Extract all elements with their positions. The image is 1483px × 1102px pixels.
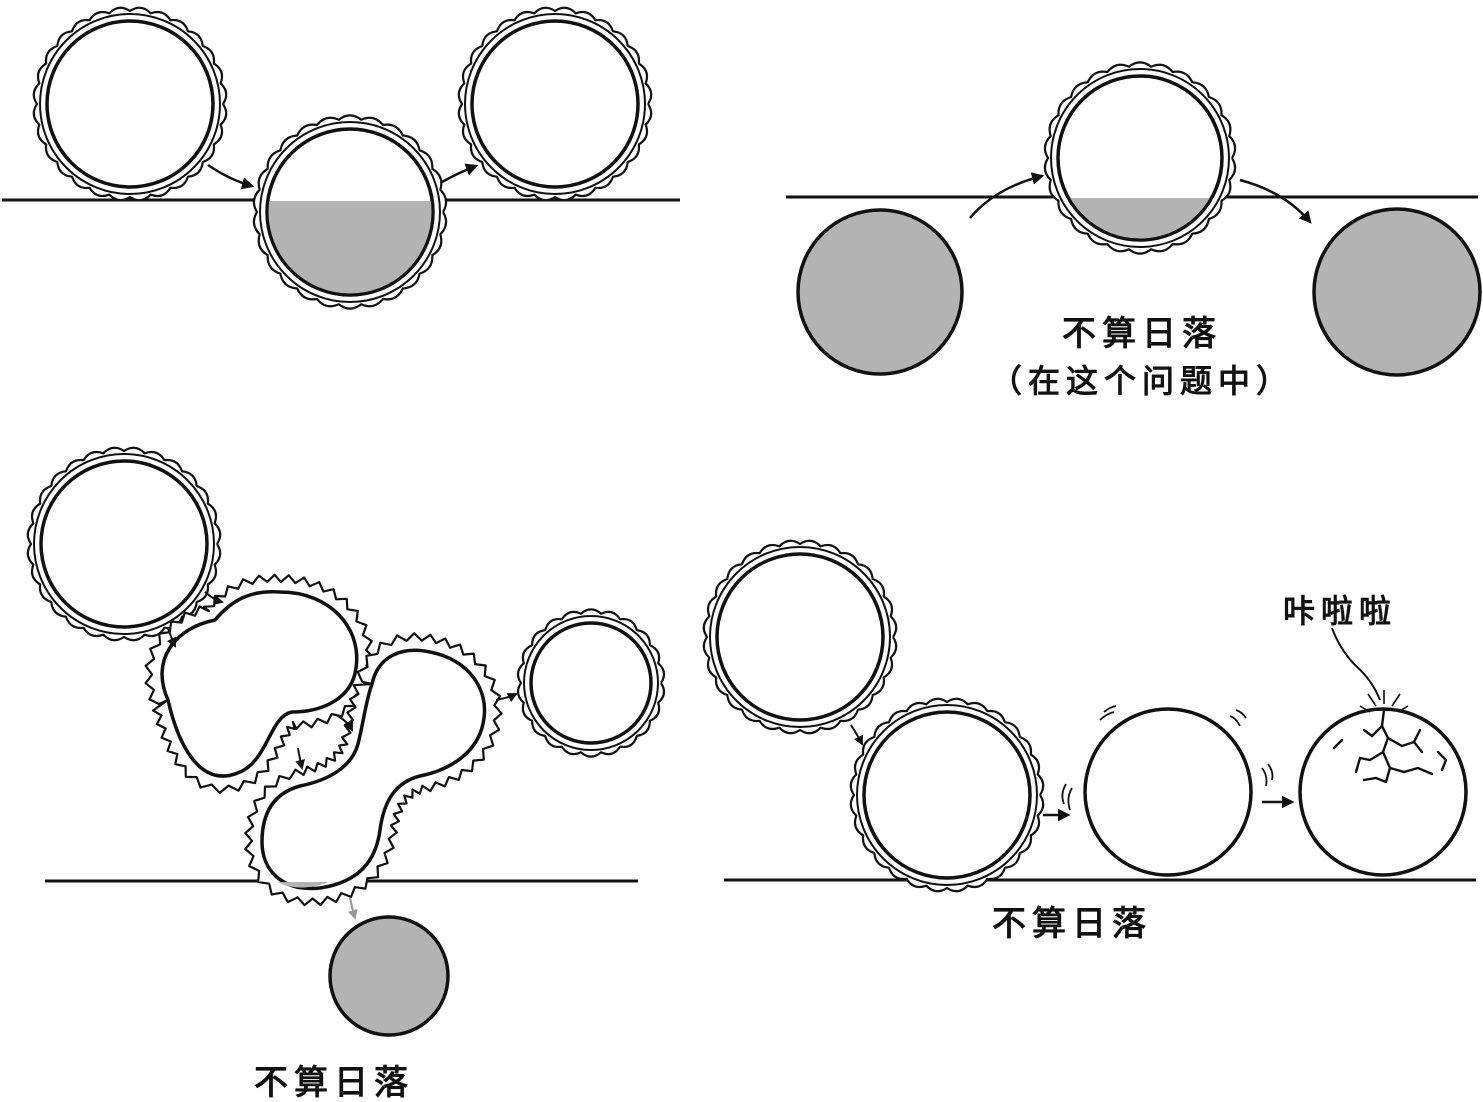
motion-lines <box>1061 705 1274 811</box>
arrow-icon <box>850 724 863 746</box>
sun-disc <box>715 552 885 722</box>
panel-top-right: 不算日落 （在这个问题中） <box>786 61 1482 400</box>
sun-disc <box>470 19 640 189</box>
panel-top-left <box>2 6 680 310</box>
set-sun-disc <box>796 208 964 376</box>
rays-lost-sun-disc <box>1083 707 1253 877</box>
arrow-icon <box>441 163 479 184</box>
sun-ray-inner-ring <box>523 615 659 751</box>
sun-icon <box>702 539 898 735</box>
sun-disc <box>45 19 215 189</box>
caption: 不算日落 <box>254 1063 414 1102</box>
panel-bottom-right: 咔啦啦 不算日落 <box>702 539 1476 944</box>
sound-effect-label: 咔啦啦 <box>1283 592 1397 630</box>
sun-disc <box>160 590 359 778</box>
crack-icon <box>1332 708 1448 784</box>
arrow-icon <box>166 627 176 648</box>
sun-disc-outline <box>265 127 435 297</box>
panel-bottom-left: 不算日落 <box>26 446 666 1102</box>
sun-disc <box>260 648 487 891</box>
sun-disc <box>39 459 209 629</box>
sun-icon <box>32 6 228 202</box>
below-horizon-shade <box>260 882 372 888</box>
sun-ray-inner-ring <box>259 121 441 303</box>
arrow-icon <box>204 591 224 605</box>
arrow-icon <box>347 897 358 920</box>
crack-spark-lines <box>1359 690 1409 713</box>
arrow-icon <box>295 747 305 770</box>
caption: 不算日落 <box>992 904 1152 944</box>
cracked-sun-disc <box>1298 707 1468 877</box>
stretched-sun-icon <box>144 573 375 794</box>
arrow-icon <box>337 715 353 732</box>
sun-icon <box>457 6 653 202</box>
sound-pointer-line <box>1331 627 1381 701</box>
sun-ray-inner-ring <box>33 453 215 635</box>
sun-ray-inner-ring <box>1050 68 1230 248</box>
sun-icon <box>516 608 666 758</box>
sun-ray-inner-ring <box>856 704 1038 886</box>
arrow-icon <box>969 172 1045 219</box>
sun-disc <box>862 710 1032 880</box>
sun-icon <box>849 697 1045 893</box>
sun-ray-inner-ring <box>39 13 221 195</box>
sun-ray-inner-ring <box>464 13 646 195</box>
set-sun-disc <box>328 915 450 1037</box>
sun-icon <box>26 446 222 642</box>
stretched-sun-icon <box>244 632 503 907</box>
set-sun-disc <box>1312 207 1482 377</box>
arrow-icon <box>207 163 255 190</box>
arrow-icon <box>1239 178 1312 224</box>
caption-note: （在这个问题中） <box>990 362 1294 400</box>
caption: 不算日落 <box>1062 314 1222 354</box>
sun-disc-outline <box>1056 74 1224 242</box>
sun-ray-inner-ring <box>709 546 891 728</box>
sun-disc <box>529 621 653 745</box>
arrow-icon <box>495 693 518 703</box>
